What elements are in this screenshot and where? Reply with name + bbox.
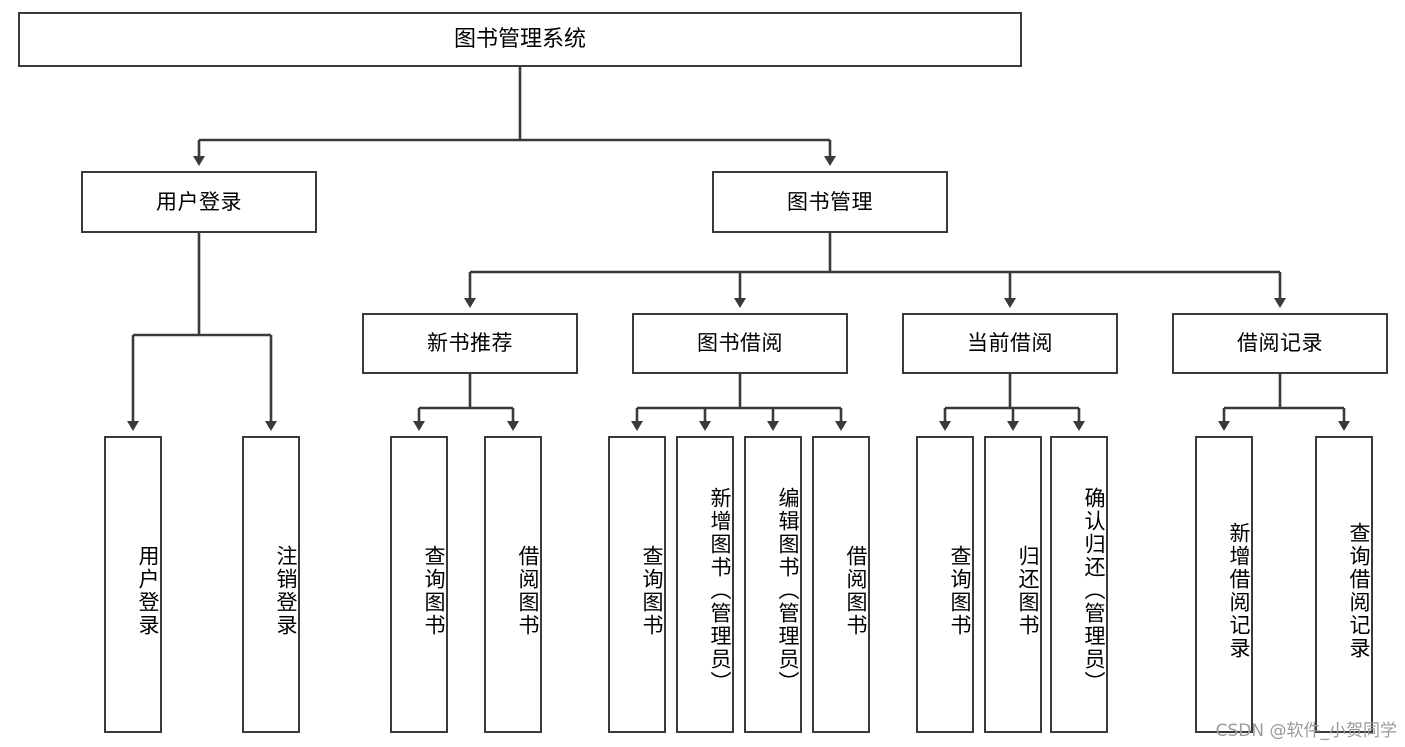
node-user-login-label: 用户登录 bbox=[156, 189, 242, 214]
node-current-borrow[interactable]: 当前借阅 bbox=[902, 313, 1118, 374]
leaf-borrow-add-book[interactable]: 新增图书（管理员） bbox=[676, 436, 734, 733]
leaf-newbook-query-book[interactable]: 查询图书 bbox=[390, 436, 448, 733]
leaf-current-query-book[interactable]: 查询图书 bbox=[916, 436, 974, 733]
leaf-current-return-book-label: 归还图书 bbox=[1016, 544, 1040, 637]
node-book-borrow-label: 图书借阅 bbox=[697, 331, 783, 356]
leaf-current-confirm-return[interactable]: 确认归还（管理员） bbox=[1050, 436, 1108, 733]
leaf-record-query-record[interactable]: 查询借阅记录 bbox=[1315, 436, 1373, 733]
node-new-book-recommend-label: 新书推荐 bbox=[427, 331, 513, 356]
leaf-current-confirm-return-label: 确认归还（管理员） bbox=[1082, 487, 1106, 694]
leaf-borrow-edit-book-label: 编辑图书（管理员） bbox=[776, 487, 800, 694]
leaf-record-add-record-label: 新增借阅记录 bbox=[1227, 521, 1251, 660]
node-book-management-label: 图书管理 bbox=[787, 189, 873, 214]
node-user-login[interactable]: 用户登录 bbox=[81, 171, 317, 233]
leaf-borrow-edit-book[interactable]: 编辑图书（管理员） bbox=[744, 436, 802, 733]
node-borrow-record-label: 借阅记录 bbox=[1237, 331, 1323, 356]
node-book-borrow[interactable]: 图书借阅 bbox=[632, 313, 848, 374]
leaf-borrow-borrow-book-label: 借阅图书 bbox=[844, 544, 868, 637]
leaf-newbook-borrow-book[interactable]: 借阅图书 bbox=[484, 436, 542, 733]
leaf-current-query-book-label: 查询图书 bbox=[948, 544, 972, 637]
leaf-user-login-label: 用户登录 bbox=[136, 544, 160, 637]
leaf-borrow-query-book-label: 查询图书 bbox=[640, 544, 664, 637]
node-borrow-record[interactable]: 借阅记录 bbox=[1172, 313, 1388, 374]
node-root[interactable]: 图书管理系统 bbox=[18, 12, 1022, 67]
leaf-user-logout-label: 注销登录 bbox=[274, 544, 298, 637]
leaf-current-return-book[interactable]: 归还图书 bbox=[984, 436, 1042, 733]
leaf-record-query-record-label: 查询借阅记录 bbox=[1347, 521, 1371, 660]
node-current-borrow-label: 当前借阅 bbox=[967, 331, 1053, 356]
node-new-book-recommend[interactable]: 新书推荐 bbox=[362, 313, 578, 374]
leaf-newbook-query-book-label: 查询图书 bbox=[422, 544, 446, 637]
leaf-borrow-query-book[interactable]: 查询图书 bbox=[608, 436, 666, 733]
leaf-borrow-add-book-label: 新增图书（管理员） bbox=[708, 487, 732, 694]
node-root-label: 图书管理系统 bbox=[453, 26, 586, 52]
leaf-record-add-record[interactable]: 新增借阅记录 bbox=[1195, 436, 1253, 733]
node-book-management[interactable]: 图书管理 bbox=[712, 171, 948, 233]
leaf-user-logout[interactable]: 注销登录 bbox=[242, 436, 300, 733]
leaf-newbook-borrow-book-label: 借阅图书 bbox=[516, 544, 540, 637]
leaf-user-login[interactable]: 用户登录 bbox=[104, 436, 162, 733]
leaf-borrow-borrow-book[interactable]: 借阅图书 bbox=[812, 436, 870, 733]
